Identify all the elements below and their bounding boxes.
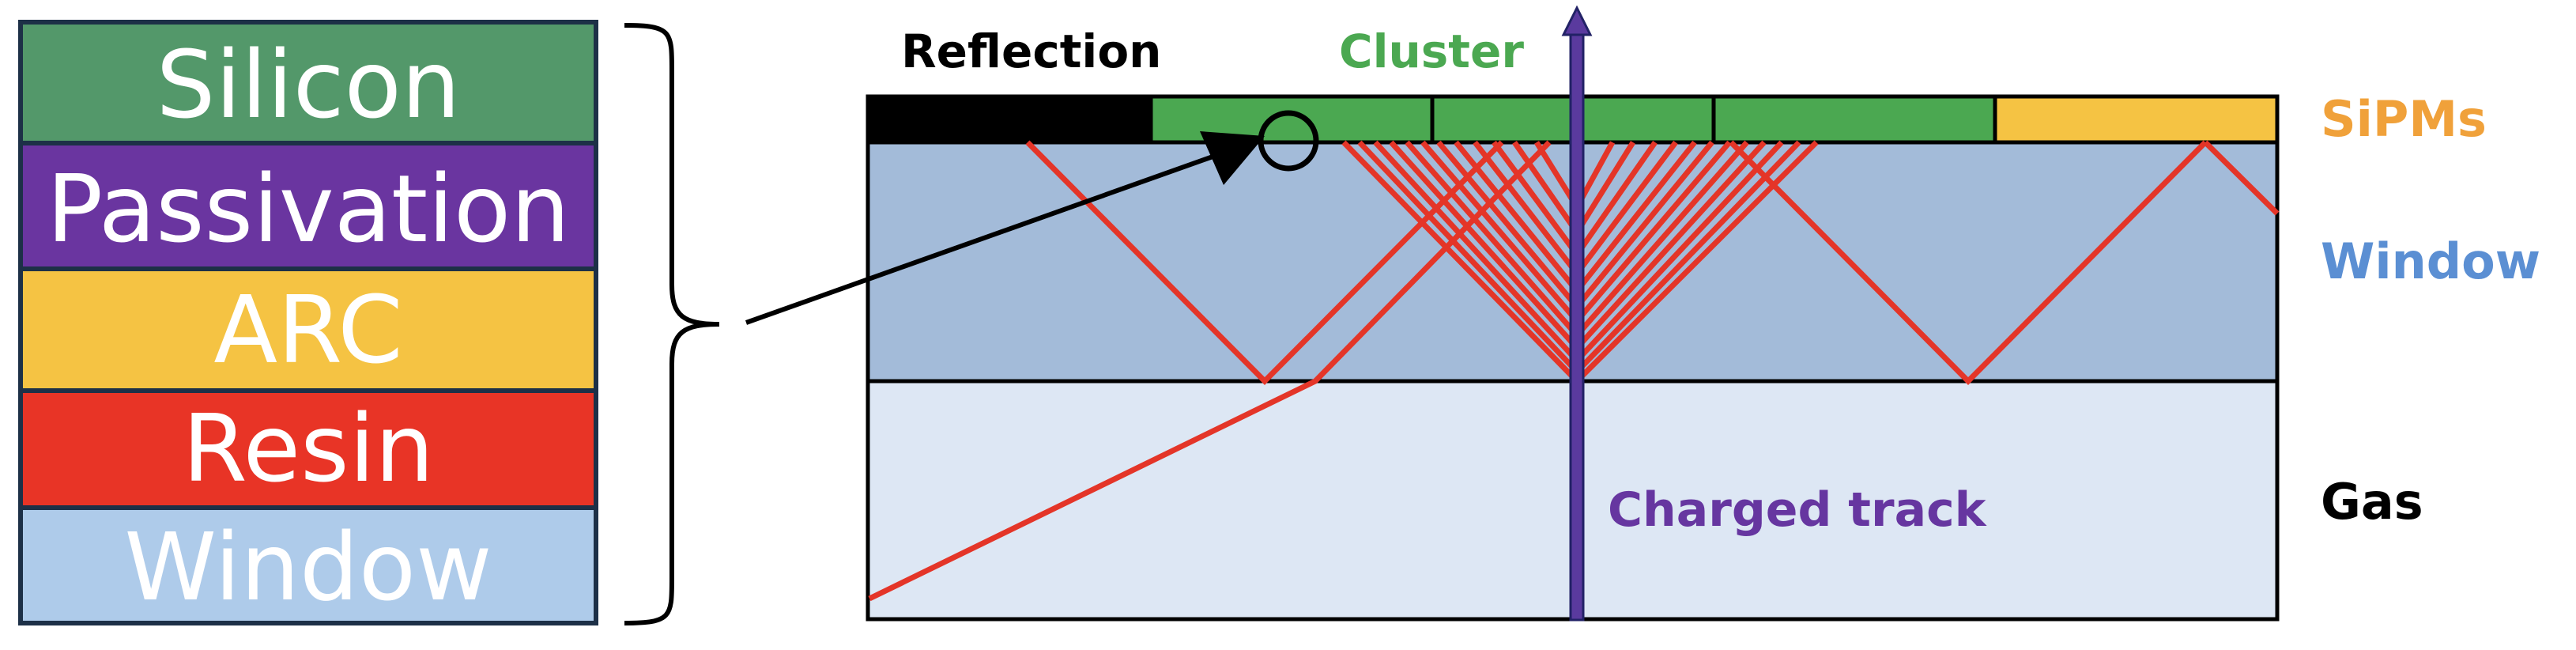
layer-passivation <box>18 141 598 271</box>
sipm-other <box>1993 94 2280 145</box>
layer-label-window: Window <box>124 512 492 622</box>
sipm-cluster-1 <box>1148 94 1435 145</box>
layer-silicon <box>18 20 598 145</box>
ray-exit-right <box>2203 140 2280 216</box>
layer-resin <box>18 388 598 510</box>
layer-label-arc: ARC <box>213 275 402 384</box>
cluster-circle <box>1258 110 1319 172</box>
track-arrowhead <box>1561 5 1593 36</box>
photon-rays <box>868 140 2280 602</box>
layer-label-passivation: Passivation <box>47 154 570 263</box>
label-reflection: Reflection <box>901 25 1161 78</box>
charged-track <box>1561 5 1593 622</box>
curly-brace <box>624 23 720 625</box>
detector-cross-section <box>745 5 2280 622</box>
label-window: Window <box>2321 232 2540 290</box>
label-sipms: SiPMs <box>2321 90 2487 148</box>
ray-from-gas <box>868 140 1552 602</box>
label-gas: Gas <box>2321 473 2423 531</box>
layer-window <box>18 505 598 625</box>
layer-stack: Silicon Passivation ARC Resin Window <box>18 20 598 625</box>
reflection-bar <box>866 94 1153 145</box>
track-shaft <box>1569 27 1585 622</box>
label-cluster: Cluster <box>1339 25 1524 78</box>
layer-label-silicon: Silicon <box>156 30 460 139</box>
pointer-arrow <box>745 110 1319 325</box>
sipm-cluster-3 <box>1711 94 1997 145</box>
label-charged-track: Charged track <box>1608 482 1988 538</box>
pointer-arrowhead <box>1200 131 1265 185</box>
ray-reflection-right <box>1729 140 2208 385</box>
layer-label-resin: Resin <box>183 394 434 503</box>
